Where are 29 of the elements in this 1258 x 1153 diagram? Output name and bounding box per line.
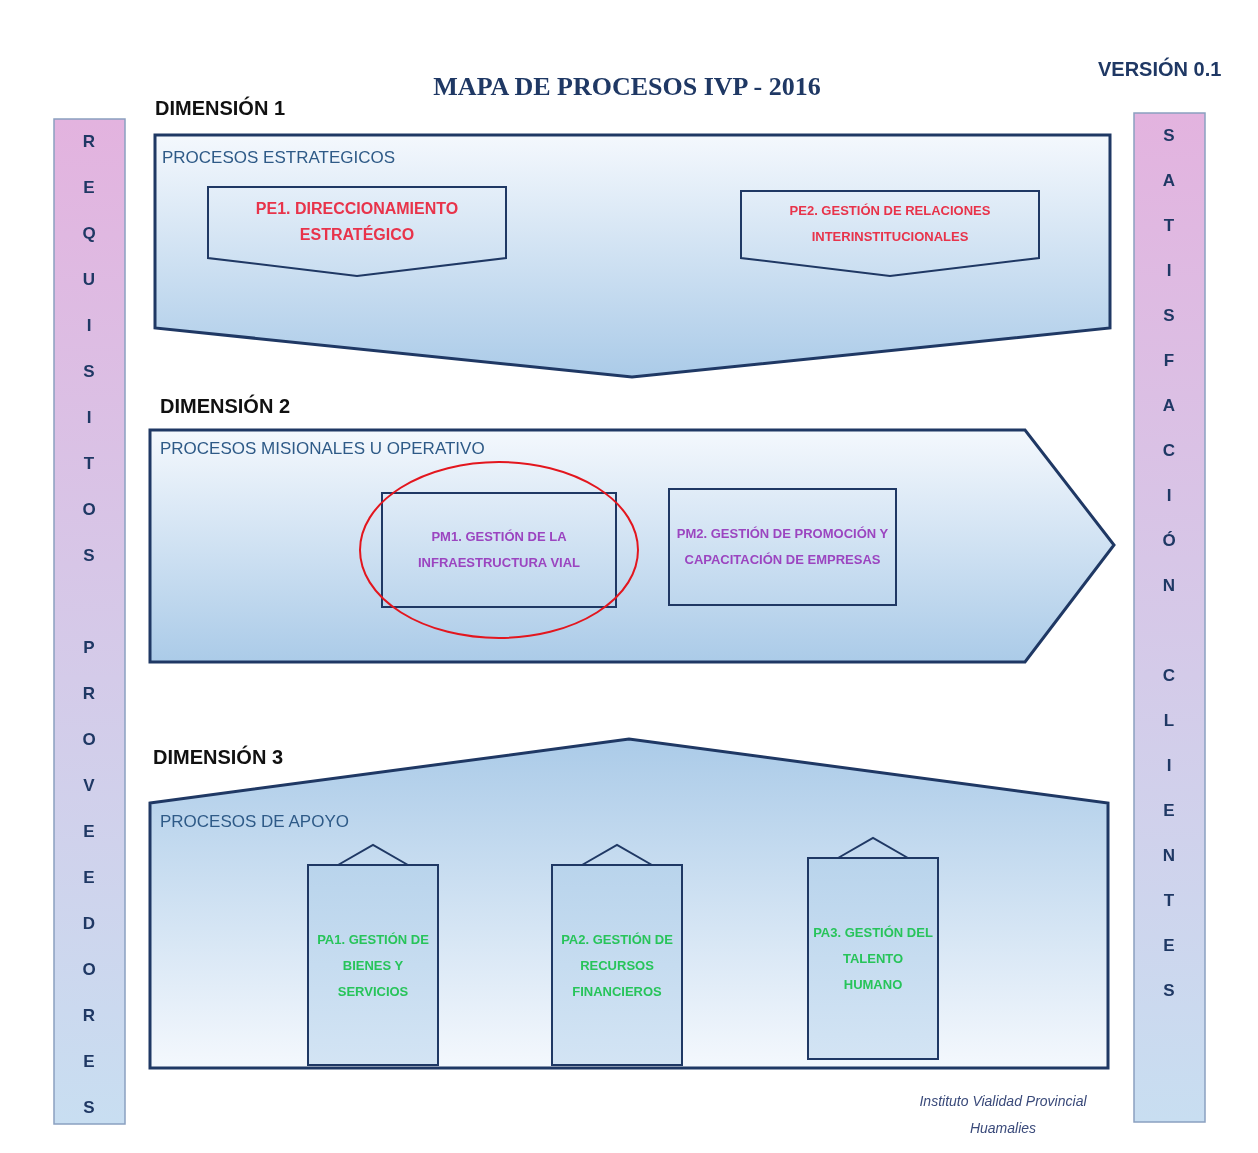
title: MAPA DE PROCESOS IVP - 2016 [432,72,822,102]
process-box [668,488,897,606]
vertical-banner [53,118,126,1125]
process-box [207,186,507,278]
process-box [740,190,1040,278]
banner-text: REQUISITOS PROVEEDORES [78,132,99,1144]
process-label: PM2. GESTIÓN DE PROMOCIÓN Y CAPACITACIÓN DE EMPRESAS [675,525,890,569]
vertical-banner [1133,112,1206,1123]
section-title: PROCESOS DE APOYO [160,812,349,832]
process-label: PA3. GESTIÓN DEL TALENTO HUMANO [813,924,933,994]
section-title: PROCESOS ESTRATEGICOS [162,148,395,168]
institution-note: Instituto Vialidad Provincial Huamalies [918,1092,1088,1138]
process-label: PE1. DIRECCIONAMIENTO ESTRATÉGICO [254,199,460,245]
process-label: PA1. GESTIÓN DE BIENES Y SERVICIOS [316,930,430,1001]
process-band [148,393,1116,665]
section-title: PROCESOS MISIONALES U OPERATIVO [160,439,485,459]
process-band [148,736,1110,1070]
dimension-heading: DIMENSIÓN 1 [155,97,286,120]
process-box [807,836,939,1060]
process-label: PM1. GESTIÓN DE LA INFRAESTRUCTURA VIAL [417,528,581,572]
banner-text: SATISFACIÓN CLIENTES [1158,126,1179,1026]
dimension-heading: DIMENSIÓN 3 [153,746,284,769]
dimension-heading: DIMENSIÓN 2 [160,395,291,418]
process-label: PE2. GESTIÓN DE RELACIONES INTERINSTITUCIONALES [788,202,992,246]
process-box [381,492,617,608]
process-box [307,843,439,1066]
version-label: VERSIÓN 0.1 [1098,58,1222,81]
process-label: PA2. GESTIÓN DE RECURSOS FINANCIEROS [560,930,674,1001]
process-box [551,843,683,1066]
